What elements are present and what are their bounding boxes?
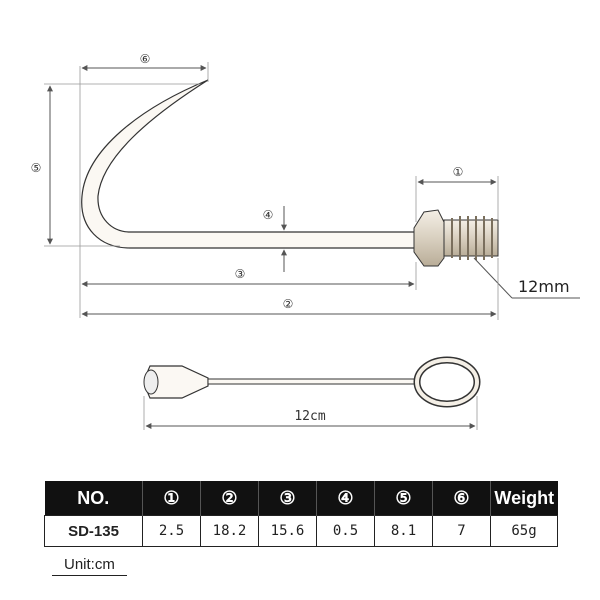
spec-table-header-row: NO. ① ② ③ ④ ⑤ ⑥ Weight [44, 481, 558, 516]
cell-dim-1: 2.5 [142, 515, 201, 547]
threaded-end [443, 216, 499, 260]
header-dim-4: ④ [316, 481, 375, 516]
dimension-5: ⑤ [31, 83, 200, 247]
thread-size-label: 12mm [518, 277, 570, 296]
dimension-6-label: ⑥ [140, 52, 151, 66]
dimension-3-label: ③ [235, 267, 246, 281]
cell-dim-5: 8.1 [374, 515, 433, 547]
dimension-1-label: ① [453, 165, 464, 179]
spec-table: NO. ① ② ③ ④ ⑤ ⑥ Weight SD-135 2.5 18.2 1… [44, 481, 558, 547]
cell-weight: 65g [490, 515, 558, 547]
hook-curve [81, 79, 417, 249]
dimension-2: ② [81, 258, 499, 320]
header-weight: Weight [490, 481, 558, 516]
cell-model: SD-135 [44, 515, 143, 547]
unit-note: Unit:cm [52, 556, 127, 576]
hook-technical-drawing: ⑥ ⑤ ④ ① 12mm ③ ② [31, 52, 580, 430]
dimension-4: ④ [263, 206, 287, 272]
header-dim-5: ⑤ [374, 481, 433, 516]
header-model: NO. [44, 481, 143, 516]
gaff-hook [81, 79, 499, 267]
cell-dim-3: 15.6 [258, 515, 317, 547]
cell-dim-4: 0.5 [316, 515, 375, 547]
table-row: SD-135 2.5 18.2 15.6 0.5 8.1 7 65g [44, 515, 558, 547]
dimension-4-label: ④ [263, 208, 274, 222]
dimension-3: ③ [79, 200, 417, 318]
dimension-1: ① [415, 165, 499, 222]
header-dim-3: ③ [258, 481, 317, 516]
dimension-2-label: ② [283, 297, 294, 311]
gauge-length-label: 12cm [294, 409, 325, 424]
dimension-6: ⑥ [79, 52, 209, 200]
cell-dim-6: 7 [432, 515, 491, 547]
hook-collar [413, 209, 445, 267]
dimension-5-label: ⑤ [31, 161, 42, 175]
gauge-shaft [207, 378, 421, 385]
cell-dim-2: 18.2 [200, 515, 259, 547]
header-dim-1: ① [142, 481, 201, 516]
header-dim-2: ② [200, 481, 259, 516]
thread-callout: 12mm [473, 257, 580, 299]
header-dim-6: ⑥ [432, 481, 491, 516]
gauge-tool: 12cm [143, 356, 481, 430]
